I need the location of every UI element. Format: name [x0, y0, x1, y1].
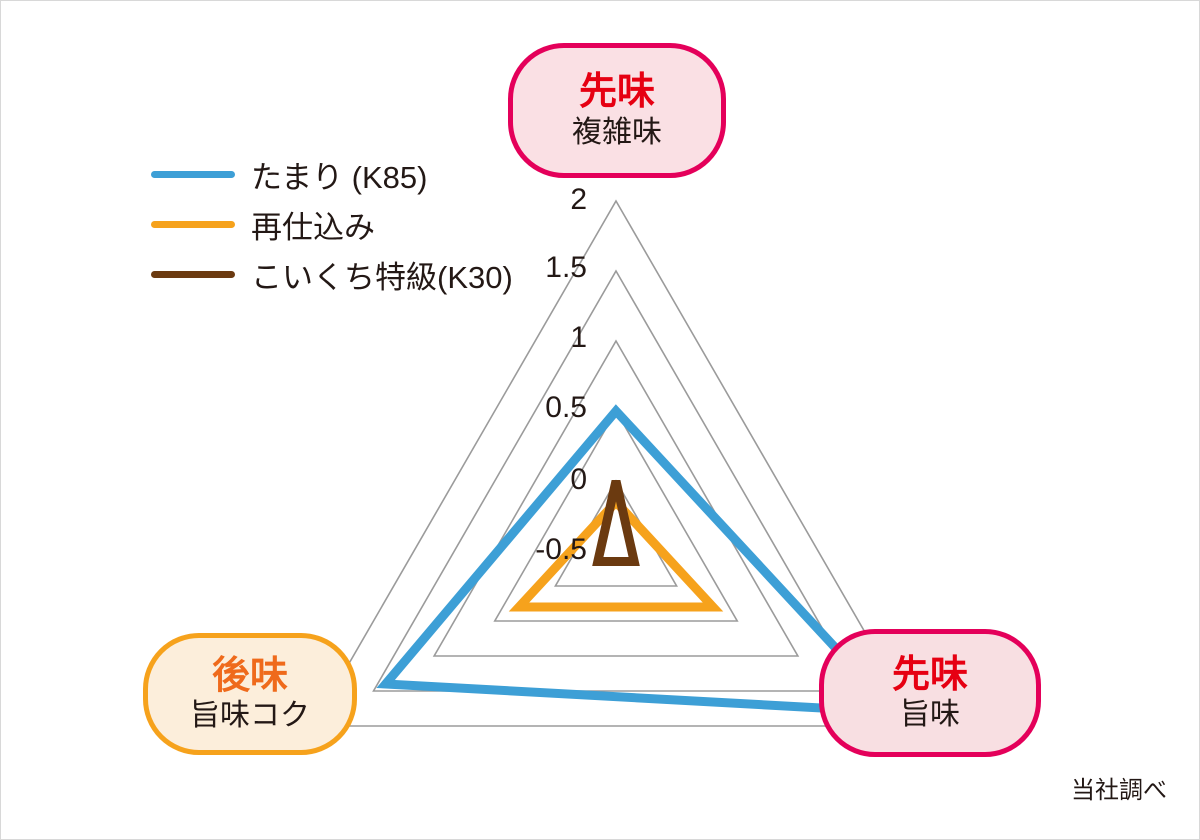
- axis-label-bottom-left-sub: 旨味コク: [190, 699, 310, 733]
- radial-tick-minus-0-5: -0.5: [535, 533, 587, 566]
- axis-label-bottom-right-sub: 旨味: [900, 698, 960, 732]
- radial-tick-1: 1: [570, 321, 587, 354]
- legend-swatch-line: [151, 220, 235, 228]
- series-polygon: [376, 404, 906, 718]
- axis-label-bottom-left-main: 後味: [211, 654, 288, 697]
- axis-label-bottom-right: 先味 旨味: [819, 629, 1041, 757]
- radial-tick-0-5: 0.5: [545, 391, 587, 424]
- radial-tick-1-5: 1.5: [545, 251, 587, 284]
- legend-item: 再仕込み: [151, 199, 541, 249]
- axis-label-bottom-left: 後味 旨味コク: [143, 633, 357, 755]
- chart-legend: たまり (K85) 再仕込み こいくち特級(K30): [151, 149, 541, 299]
- grid-ring: [372, 269, 860, 692]
- legend-item-label: 再仕込み: [251, 209, 375, 245]
- legend-item-label: たまり (K85): [251, 159, 428, 195]
- axis-label-top-sub: 複雑味: [572, 115, 662, 149]
- grid-ring: [493, 409, 739, 622]
- legend-item: こいくち特級(K30): [151, 249, 541, 299]
- legend-item: たまり (K85): [151, 149, 541, 199]
- radial-tick-0: 0: [570, 463, 587, 496]
- radial-tick-2: 2: [570, 183, 587, 216]
- legend-swatch-line: [151, 270, 235, 278]
- series-polygon: [508, 495, 724, 612]
- legend-item-label: こいくち特級(K30): [251, 259, 513, 295]
- grid-ring: [432, 339, 800, 657]
- grid-ring: [311, 199, 921, 727]
- source-note: 当社調べ: [1071, 777, 1167, 804]
- series-polygon: [592, 480, 640, 566]
- axis-label-top-main: 先味: [578, 71, 655, 114]
- axis-label-bottom-right-main: 先味: [891, 653, 968, 696]
- legend-swatch-line: [151, 170, 235, 178]
- axis-label-top: 先味 複雑味: [508, 43, 726, 178]
